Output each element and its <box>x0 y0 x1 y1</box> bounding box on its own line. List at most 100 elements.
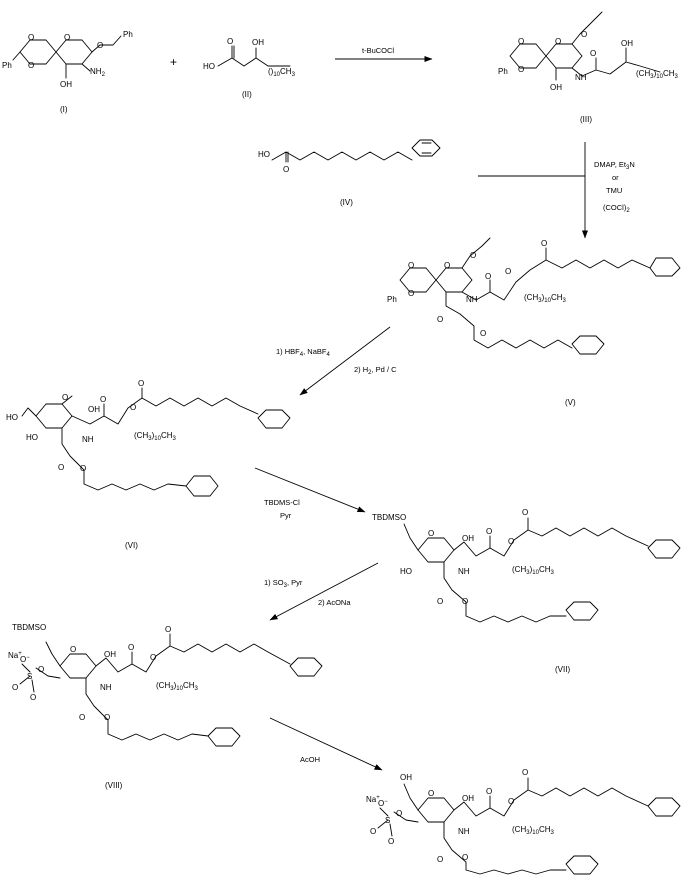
amide-nh-label: NH <box>100 683 112 692</box>
compound-VI: HO O OH HO NH O O O O O (CH3)10CH3 (VI) <box>6 379 291 550</box>
alkyl-chain-label: (CH3)10CH3 <box>524 293 567 304</box>
atom-O: O <box>370 827 376 836</box>
compound-label-VII: (VII) <box>555 665 570 674</box>
sodium-cation-label: Na+ <box>8 651 22 660</box>
phenyl-label: Ph <box>2 61 12 70</box>
hydroxyl-label: HO <box>258 150 270 159</box>
atom-O: O <box>522 768 528 777</box>
reagent-label: TBDMS-Cl <box>264 498 300 507</box>
atom-O: O <box>462 853 468 862</box>
hydroxyl-label: HO <box>6 413 18 422</box>
phenyl-label: Ph <box>498 67 508 76</box>
atom-O: O <box>408 289 414 298</box>
atom-O: O <box>541 239 547 248</box>
hydroxyl-label: OH <box>60 80 72 89</box>
atom-O: O <box>150 653 156 662</box>
atom-O: O <box>28 33 34 42</box>
compound-label-VIII: (VIII) <box>105 781 123 790</box>
atom-O: O <box>581 30 587 39</box>
hydroxyl-label: OH <box>88 405 100 414</box>
atom-O: O <box>470 251 476 260</box>
amide-nh-label: NH <box>82 435 94 444</box>
reaction-arrow-6 <box>269 717 383 771</box>
amide-nh-label: NH <box>575 73 587 82</box>
reagent-label: DMAP, Et3N <box>594 160 635 171</box>
compound-label-VI: (VI) <box>125 541 138 550</box>
atom-O: O <box>62 393 68 402</box>
reagent-label: 2) AcONa <box>318 598 351 607</box>
atom-O: O <box>555 37 561 46</box>
atom-O: O <box>437 597 443 606</box>
atom-O: O <box>70 645 76 654</box>
compound-label-V: (V) <box>565 398 576 407</box>
atom-O: O <box>428 529 434 538</box>
hydroxyl-label: OH <box>462 534 474 543</box>
compound-VIII: TBDMSO Na+ O− O S O O O OH NH O O O O O … <box>8 623 323 790</box>
atom-O: O <box>138 379 144 388</box>
compound-label-II: (II) <box>242 90 252 99</box>
sulfonate-oxygen-label: O− <box>378 799 388 808</box>
reagent-label: (COCl)2 <box>603 203 630 214</box>
atom-O: O <box>508 797 514 806</box>
compound-label-IV: (IV) <box>340 198 353 207</box>
hydroxyl-label: OH <box>462 794 474 803</box>
atom-O: O <box>518 37 524 46</box>
hydroxyl-label: HO <box>26 433 38 442</box>
compound-label-I: (I) <box>60 105 68 114</box>
atom-O: O <box>97 41 103 50</box>
sulfur-label: S <box>27 672 32 681</box>
atom-O: O <box>508 537 514 546</box>
atom-O: O <box>408 261 414 270</box>
atom-O: O <box>485 272 491 281</box>
atom-O: O <box>388 837 394 846</box>
compound-III: O O O O O Ph NH OH OH (CH3)10CH3 (III) <box>498 11 679 124</box>
atom-O: O <box>444 261 450 270</box>
atom-O: O <box>590 49 596 58</box>
atom-O: O <box>227 37 233 46</box>
alkyl-chain-label: (CH3)10CH3 <box>156 681 199 692</box>
atom-O: O <box>518 65 524 74</box>
atom-O: O <box>100 395 106 404</box>
reaction-arrow-4 <box>254 467 366 513</box>
atom-O: O <box>165 625 171 634</box>
compound-II: O HO OH ()10CH3 (II) <box>203 37 296 99</box>
hydroxyl-label: OH <box>550 83 562 92</box>
compound-IV: HO O (IV) <box>258 139 441 207</box>
atom-O: O <box>437 315 443 324</box>
hydroxyl-label: OH <box>400 773 412 782</box>
atom-O: O <box>428 789 434 798</box>
hydroxyl-label: OH <box>621 39 633 48</box>
hydroxyl-label: OH <box>252 38 264 47</box>
atom-O: O <box>128 643 134 652</box>
hydroxyl-label: HO <box>400 567 412 576</box>
sulfur-label: S <box>385 816 390 825</box>
reagent-label: 1) SO3, Pyr <box>264 578 303 589</box>
compound-VII: TBDMSO O OH HO NH O O O O O (CH3)10CH3 (… <box>372 508 681 674</box>
compound-I: O O O O Ph Ph NH2 OH (I) <box>2 30 133 114</box>
reagent-label: 2) H2, Pd / C <box>354 365 397 376</box>
reagent-label: 1) HBF4, NaBF4 <box>276 347 330 358</box>
reaction-arrow-3 <box>299 326 391 396</box>
atom-O: O <box>58 463 64 472</box>
hydroxyl-label: OH <box>104 650 116 659</box>
reagent-label: Pyr <box>280 511 292 520</box>
atom-O: O <box>130 403 136 412</box>
alkyl-chain-label: (CH3)10CH3 <box>134 431 177 442</box>
atom-O: O <box>12 683 18 692</box>
alkyl-chain-label: ()10CH3 <box>268 67 296 78</box>
atom-O: O <box>28 61 34 70</box>
phenyl-label: Ph <box>387 295 397 304</box>
atom-O: O <box>522 508 528 517</box>
tbdms-ether-label: TBDMSO <box>12 623 46 632</box>
phenyl-label: Ph <box>123 30 133 39</box>
alkyl-chain-label: (CH3)10CH3 <box>512 565 555 576</box>
compound-label-III: (III) <box>580 115 592 124</box>
tbdms-ether-label: TBDMSO <box>372 513 406 522</box>
amine-label: NH2 <box>90 67 106 78</box>
reagent-label: t-BuCOCl <box>362 46 394 55</box>
reaction-arrow-5 <box>269 562 379 621</box>
atom-O: O <box>104 713 110 722</box>
alkyl-chain-label: (CH3)10CH3 <box>512 825 555 836</box>
atom-O: O <box>38 665 44 674</box>
